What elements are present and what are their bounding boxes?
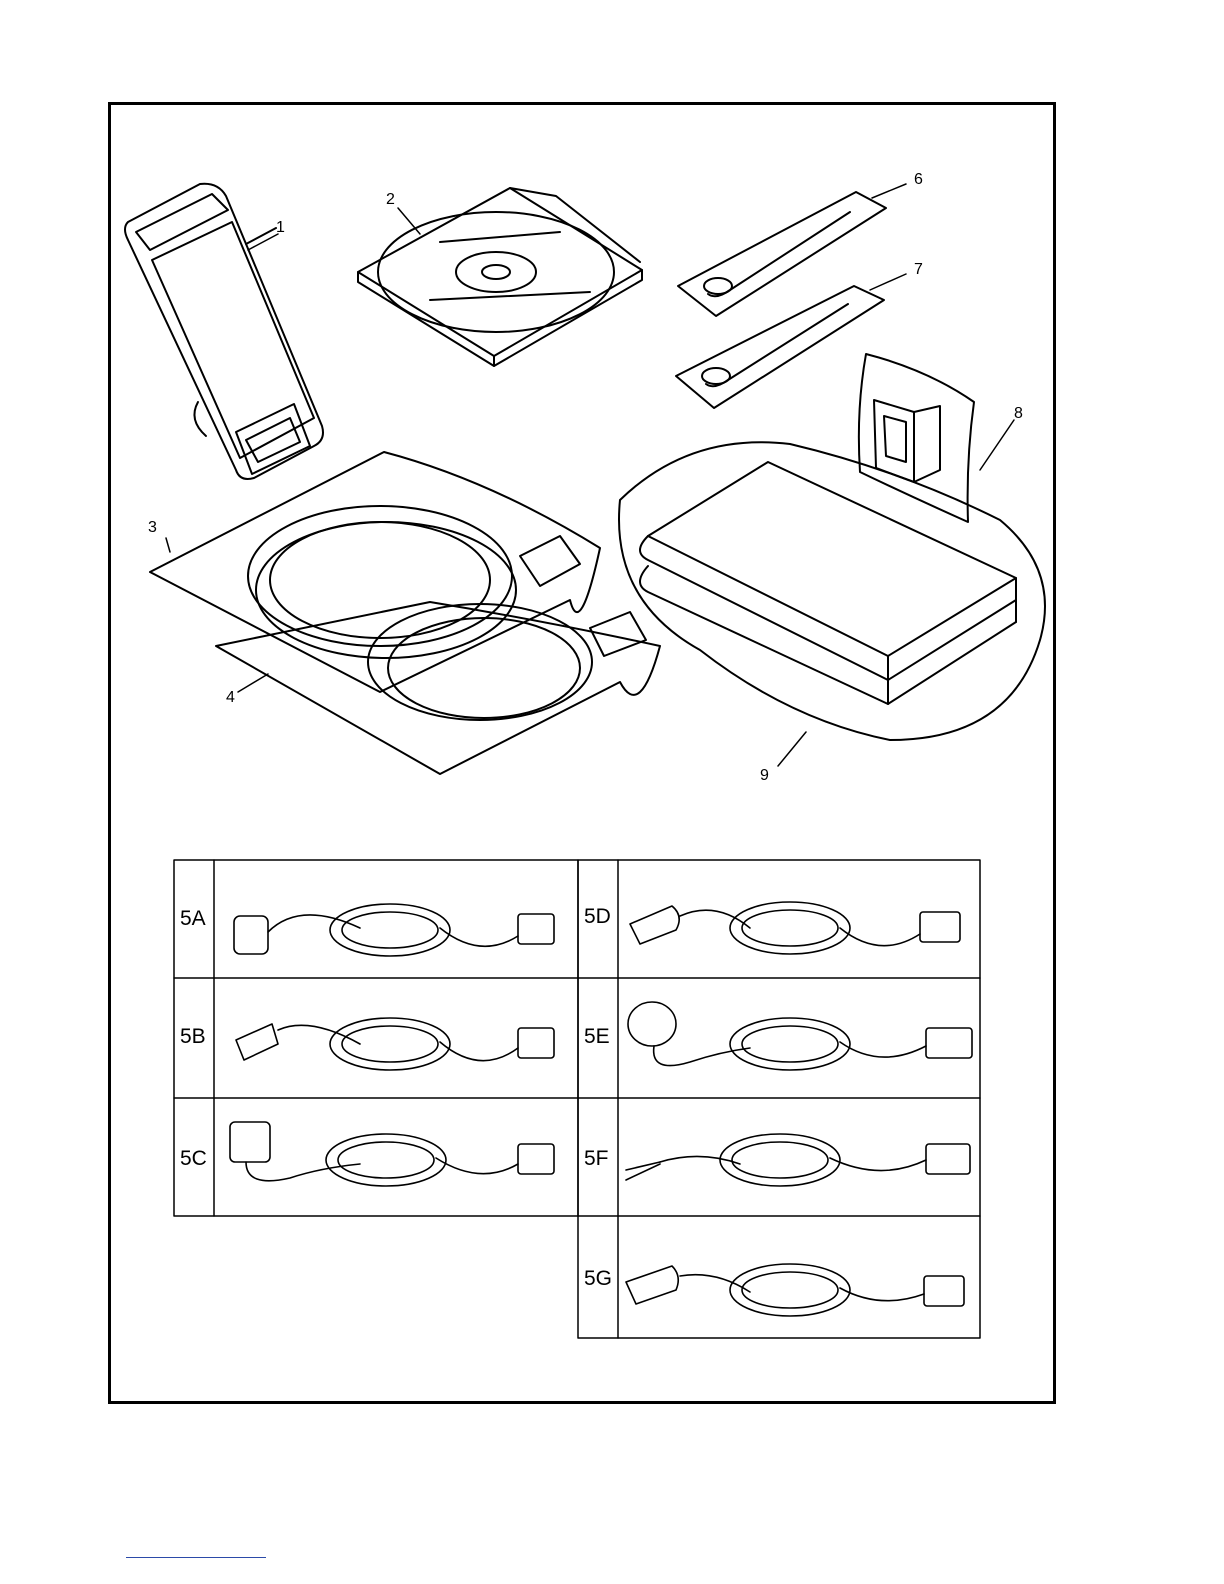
callout-2: 2 <box>386 192 395 208</box>
power-cord-drawings <box>230 902 972 1316</box>
power-cord-5f-drawing <box>626 1134 970 1186</box>
power-cord-label-5f: 5F <box>584 1148 609 1169</box>
power-cord-5g-drawing <box>626 1264 964 1316</box>
callout-3: 3 <box>148 520 157 536</box>
power-cord-5c-drawing <box>230 1122 554 1186</box>
power-cord-label-5d: 5D <box>584 906 611 927</box>
power-cord-5a-drawing <box>234 904 554 956</box>
power-cord-label-5b: 5B <box>180 1026 206 1047</box>
power-cord-5b-drawing <box>236 1018 554 1070</box>
callout-9: 9 <box>760 768 769 784</box>
power-cord-5d-drawing <box>630 902 960 954</box>
footer-link-underline[interactable] <box>126 1557 266 1558</box>
power-cord-table-grid <box>174 860 980 1338</box>
power-cord-5e-drawing <box>628 1002 972 1070</box>
callout-8: 8 <box>1014 406 1023 422</box>
callout-1: 1 <box>276 220 285 236</box>
power-cord-label-5a: 5A <box>180 908 206 929</box>
callout-7: 7 <box>914 262 923 278</box>
swab-package-illustration <box>676 192 886 408</box>
power-cord-label-5g: 5G <box>584 1268 612 1289</box>
callout-6: 6 <box>914 172 923 188</box>
cable-bags-illustration <box>150 452 660 774</box>
card-bag-illustration <box>859 354 974 522</box>
cd-case-illustration <box>358 188 642 366</box>
device-illustration <box>125 184 323 479</box>
power-cord-label-5e: 5E <box>584 1026 610 1047</box>
blanket-illustration <box>619 442 1045 740</box>
callout-4: 4 <box>226 690 235 706</box>
power-cord-label-5c: 5C <box>180 1148 207 1169</box>
